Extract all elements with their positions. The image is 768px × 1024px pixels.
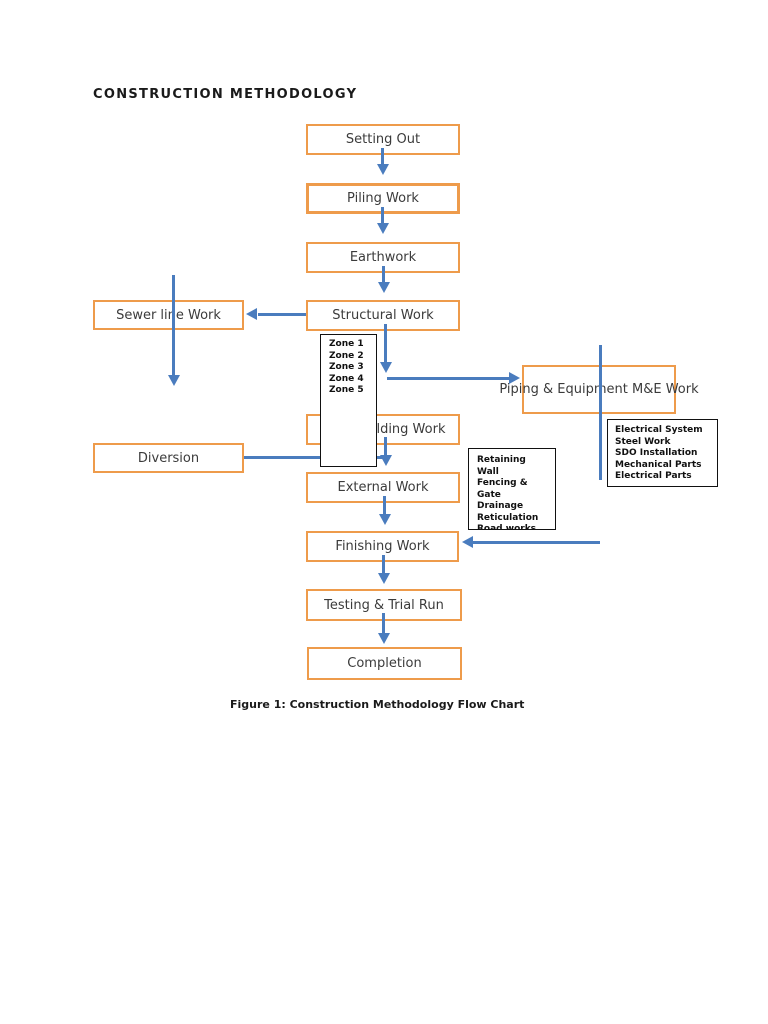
zone-item: Zone 1 [329,339,364,349]
figure-caption: Figure 1: Construction Methodology Flow … [230,698,525,711]
me-item: Mechanical Parts [615,459,702,470]
connector-diversion-line [244,456,386,459]
flow-box-external-work: External Work [306,472,460,503]
connector-earthwork-to-structural [382,266,385,282]
me-item: Electrical System [615,425,703,435]
connector-to-finishing-horizontal [473,541,600,544]
arrow-left-icon [462,536,473,548]
flow-box-label: Setting Out [345,132,421,147]
connector-sewer-vertical [172,275,175,375]
connector-structural-to-sewer [258,313,306,316]
me-item: SDO Installation [615,448,698,458]
zone-item: Zone 3 [329,362,364,372]
zone-item: Zone 2 [329,350,364,361]
flow-box-label: Finishing Work [335,539,430,554]
connector-to-piping [387,377,509,380]
connector-piping-vertical-line [599,345,602,480]
flow-box-diversion: Diversion [93,443,244,473]
arrow-down-icon [379,514,391,525]
site-work-item: Reticulation [477,512,539,523]
zone-list-box: Zone 1 Zone 2 Zone 3 Zone 4 Zone 5 [320,334,377,467]
flow-box-label: Piling Work [347,191,419,206]
connector-main-to-external [384,437,387,455]
connector-finishing-to-testing [382,555,385,573]
arrow-right-icon [509,372,520,384]
arrow-down-icon [377,164,389,175]
connector-external-to-finishing [383,496,386,514]
page-title: CONSTRUCTION METHODOLOGY [93,87,358,102]
me-item: Steel Work [615,436,671,447]
site-work-item: Fencing & [477,478,528,488]
me-items-list-box: Electrical System Steel Work SDO Install… [607,419,718,487]
flow-box-label: Earthwork [349,250,417,265]
flow-box-sewer-line-work: Sewer line Work [93,300,244,330]
flow-box-label: Diversion [137,450,200,466]
flow-box-completion: Completion [307,647,462,680]
connector-testing-to-completion [382,613,385,633]
arrow-left-icon [246,308,257,320]
flow-box-label: External Work [337,480,429,495]
site-work-item: Retaining [477,455,526,465]
connector-piling-to-earthwork [381,207,384,223]
flow-box-label: Testing & Trial Run [324,597,444,613]
flow-box-label: Structural Work [332,308,434,323]
site-work-item: Road works [477,524,537,530]
arrow-down-icon [378,633,390,644]
flow-box-structural-work: Structural Work [306,300,460,331]
arrow-down-icon [380,362,392,373]
zone-item: Zone 4 [329,373,364,384]
flow-box-label: Completion [347,656,422,671]
connector-structural-down [384,324,387,362]
arrow-down-icon [168,375,180,386]
site-work-item: Wall [477,466,499,477]
arrow-down-icon [378,282,390,293]
arrow-down-icon [380,455,392,466]
site-work-item: Drainage [477,501,524,511]
arrow-down-icon [377,223,389,234]
connector-setting-to-piling [381,148,384,164]
me-item: Electrical Parts [615,471,692,481]
flow-box-label: Sewer line Work [116,307,221,323]
site-work-item: Gate [477,489,501,500]
site-works-list-box: Retaining Wall Fencing & Gate Drainage R… [468,448,556,530]
zone-item: Zone 5 [329,385,364,395]
arrow-down-icon [378,573,390,584]
